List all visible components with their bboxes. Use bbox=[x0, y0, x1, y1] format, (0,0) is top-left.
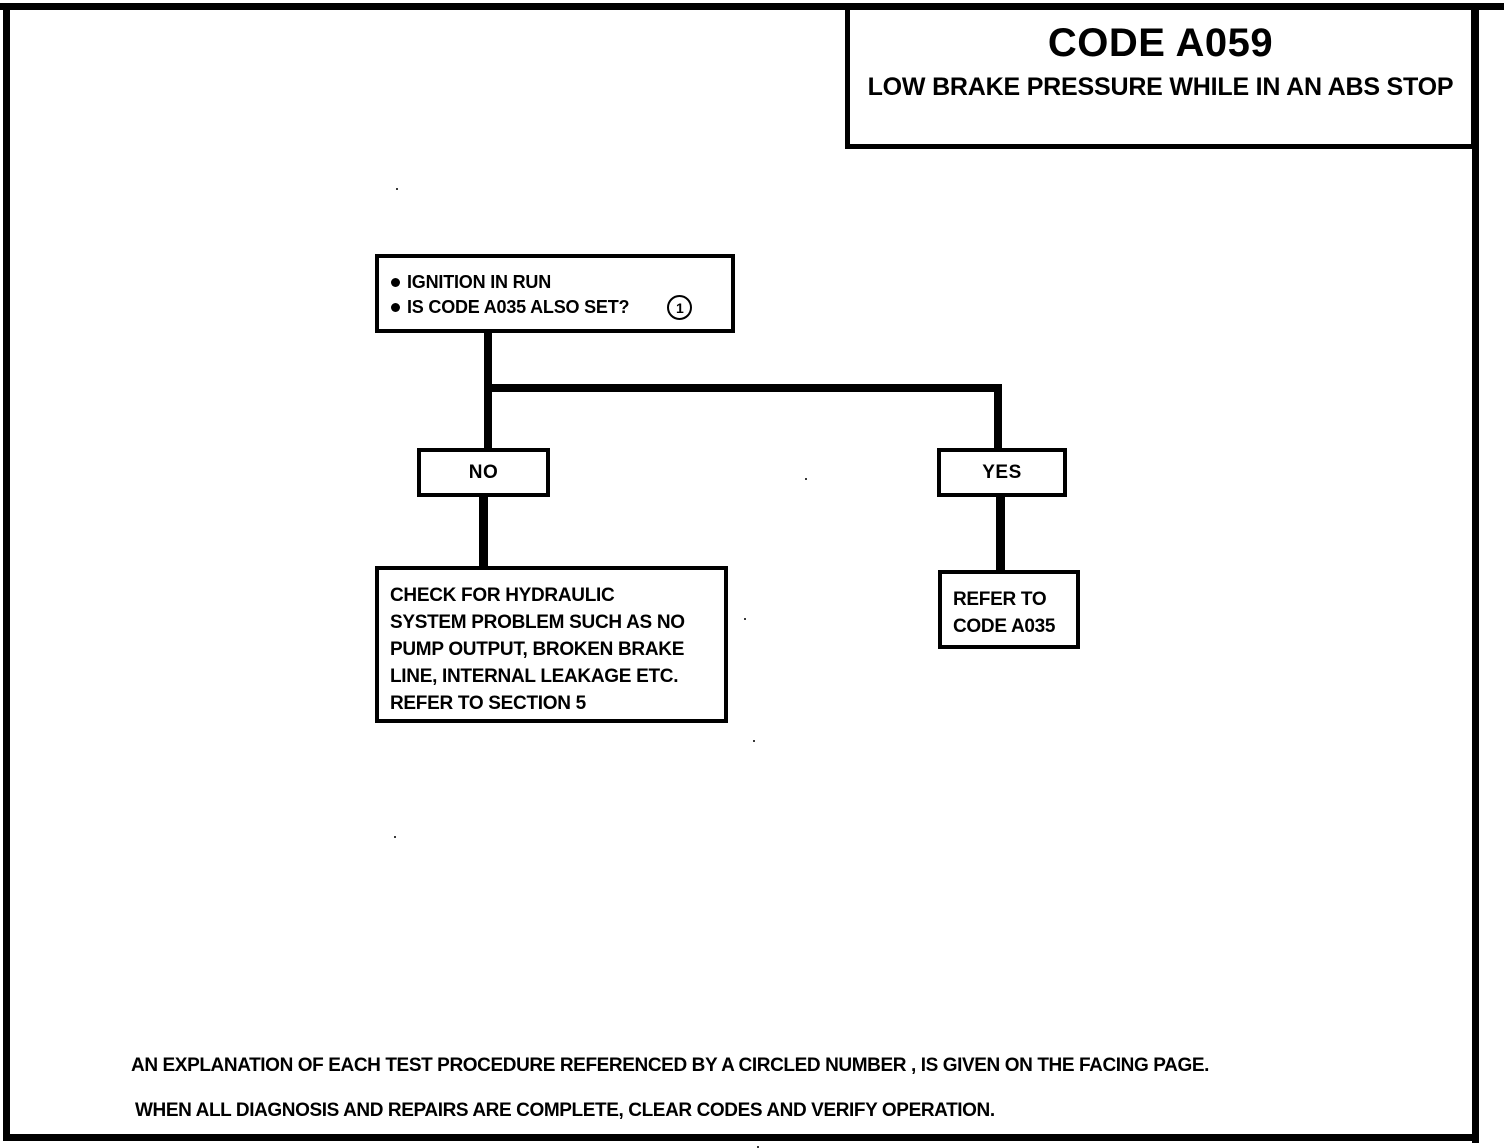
circled-number-reference: 1 bbox=[667, 295, 693, 320]
branch-yes-box: YES bbox=[937, 448, 1067, 497]
scan-speckle bbox=[757, 1146, 759, 1148]
page-border-top bbox=[0, 3, 1504, 10]
scan-speckle bbox=[744, 618, 746, 620]
condition-text-1: IGNITION IN RUN bbox=[407, 272, 551, 292]
scan-speckle bbox=[805, 478, 807, 480]
connector-from-question bbox=[484, 332, 492, 389]
scan-speckle bbox=[394, 836, 396, 838]
condition-question-box: IGNITION IN RUN IS CODE A035 ALSO SET? 1 bbox=[375, 254, 735, 333]
action-hydraulic-line-2: SYSTEM PROBLEM SUCH AS NO bbox=[390, 612, 685, 633]
code-description: LOW BRAKE PRESSURE WHILE IN AN ABS STOP bbox=[867, 73, 1454, 101]
connector-branch-bar bbox=[484, 384, 1002, 392]
action-hydraulic-line-1: CHECK FOR HYDRAULIC bbox=[390, 585, 615, 606]
scan-speckle bbox=[396, 188, 398, 190]
action-hydraulic-line-3: PUMP OUTPUT, BROKEN BRAKE bbox=[390, 639, 685, 660]
condition-line-1: IGNITION IN RUN bbox=[391, 270, 731, 295]
action-refer-line-2: CODE A035 bbox=[953, 616, 1056, 637]
scan-speckle bbox=[753, 740, 755, 742]
action-hydraulic-line-5: REFER TO SECTION 5 bbox=[390, 693, 586, 714]
connector-to-yes bbox=[994, 384, 1002, 449]
condition-line-2: IS CODE A035 ALSO SET? 1 bbox=[391, 295, 731, 320]
action-refer-line-1: REFER TO bbox=[953, 589, 1047, 610]
action-hydraulic-line-4: LINE, INTERNAL LEAKAGE ETC. bbox=[390, 666, 679, 687]
bullet-icon bbox=[391, 278, 400, 287]
page-border-left bbox=[3, 3, 10, 1141]
branch-yes-label: YES bbox=[982, 461, 1022, 483]
connector-to-no bbox=[484, 384, 492, 449]
bullet-icon bbox=[391, 303, 400, 312]
connector-yes-to-action bbox=[996, 495, 1005, 573]
connector-no-to-action bbox=[479, 495, 488, 569]
footer-note-circled-number: AN EXPLANATION OF EACH TEST PROCEDURE RE… bbox=[131, 1055, 1209, 1076]
branch-no-label: NO bbox=[468, 461, 499, 483]
action-refer-box: REFER TO CODE A035 bbox=[938, 570, 1080, 649]
page-border-bottom bbox=[3, 1134, 1475, 1141]
branch-no-box: NO bbox=[417, 448, 550, 497]
page-border-right bbox=[1472, 3, 1479, 1143]
action-hydraulic-box: CHECK FOR HYDRAULIC SYSTEM PROBLEM SUCH … bbox=[375, 566, 728, 723]
footer-note-clear-codes: WHEN ALL DIAGNOSIS AND REPAIRS ARE COMPL… bbox=[135, 1100, 995, 1121]
code-title: CODE A059 bbox=[1047, 21, 1274, 65]
code-header-box: CODE A059 LOW BRAKE PRESSURE WHILE IN AN… bbox=[845, 5, 1476, 149]
condition-text-2: IS CODE A035 ALSO SET? bbox=[407, 297, 630, 317]
